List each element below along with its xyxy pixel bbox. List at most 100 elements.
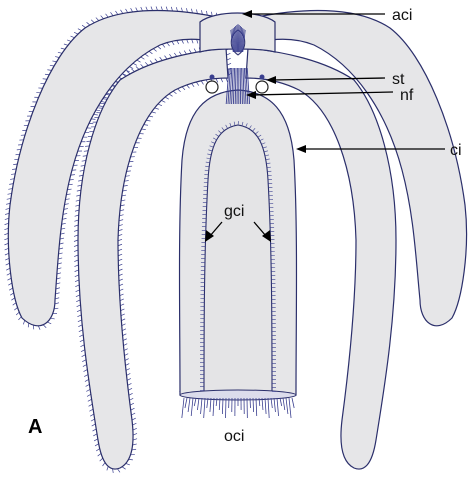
cilium-hair [226, 78, 228, 82]
cilium-hair [165, 56, 168, 59]
oral-cilium [222, 398, 223, 414]
cilium-hair [179, 52, 181, 56]
cilium-hair [189, 50, 191, 54]
cilium-hair [161, 100, 165, 102]
cilium-hair [75, 280, 79, 282]
cilium-hair [184, 51, 186, 55]
oral-cilium [274, 398, 275, 412]
cilium-hair [84, 375, 88, 377]
cilium-hair [191, 83, 194, 86]
label-gci: gci [224, 203, 244, 220]
cilium-hair [149, 116, 153, 117]
cilium-hair [89, 404, 93, 406]
cilium-hair [158, 46, 161, 49]
cilium-hair [88, 399, 92, 401]
cilium-hair [98, 106, 102, 107]
cilium-hair [77, 305, 81, 307]
cilium-hair [74, 250, 78, 252]
label-ci: ci [450, 142, 462, 159]
cilium-hair [153, 49, 156, 52]
oral-cilium [292, 398, 294, 408]
cilium-hair [133, 439, 137, 440]
cilium-hair [141, 64, 144, 67]
cilium-hair [76, 300, 80, 302]
cilium-hair [96, 110, 100, 111]
cilium-hair [196, 82, 198, 85]
cilium-hair [82, 355, 86, 357]
cilium-hair [81, 350, 85, 352]
cilium-hair [145, 54, 149, 56]
cilium-hair [201, 81, 203, 85]
cilium-hair [160, 57, 163, 60]
cilium-hair [126, 463, 130, 464]
cilium-hair [152, 112, 156, 113]
oral-cilium [277, 398, 279, 416]
cilium-hair [145, 62, 148, 65]
cilium-hair [89, 409, 93, 411]
cilium-hair [86, 389, 90, 391]
cilium-hair [74, 260, 78, 262]
cilium-hair [85, 379, 89, 381]
cilium-hair [141, 57, 145, 59]
cilium-hair [227, 58, 231, 60]
cilium-hair [78, 325, 82, 327]
oral-cilium [286, 398, 288, 414]
cilium-hair [94, 439, 98, 441]
cilium-hair [169, 94, 173, 96]
cilium-hair [93, 434, 97, 436]
cilium-hair [133, 423, 137, 425]
cilium-hair [79, 335, 83, 337]
statocyst-left [206, 81, 218, 93]
ci-arrowhead [296, 145, 306, 153]
cilium-hair [76, 295, 80, 297]
cilium-hair [174, 53, 176, 57]
cilium-hair [137, 60, 141, 62]
cilium-hair [78, 320, 82, 322]
cilium-hair [133, 433, 137, 435]
oral-cilium [182, 398, 184, 418]
cilium-hair [178, 89, 181, 92]
cilium-hair [221, 78, 223, 82]
oral-cilium [265, 398, 266, 414]
oral-cilium [194, 398, 196, 406]
apical-cilia-tuft [231, 24, 245, 52]
cilium-hair [136, 66, 139, 69]
cilium-hair [133, 63, 137, 65]
cilium-hair [122, 467, 126, 469]
oral-cilium [210, 398, 211, 412]
cilium-hair [74, 255, 78, 257]
cilium-hair [169, 54, 171, 57]
cilium-hair [77, 315, 81, 317]
oral-cilium [188, 398, 190, 412]
cilium-hair [133, 428, 137, 430]
oral-cilium [197, 398, 199, 410]
cilium-hair [77, 310, 81, 312]
cilium-hair [91, 419, 95, 421]
cilium-hair [158, 104, 162, 106]
cilium-hair [226, 53, 230, 55]
cilium-hair [90, 414, 94, 416]
cilium-hair [75, 270, 79, 272]
cilium-hair [75, 285, 79, 287]
cilium-hair [146, 120, 150, 121]
cilium-hair [150, 60, 153, 63]
cilium-hair [87, 394, 91, 396]
cilium-hair [165, 97, 169, 99]
label-st: st [392, 71, 405, 88]
cilium-hair [101, 101, 105, 102]
cilium-hair [155, 108, 159, 109]
oral-cilium [201, 398, 202, 414]
oral-cilium [283, 398, 285, 410]
cilium-hair [75, 275, 79, 277]
cilium-hair [216, 79, 218, 83]
cilium-hair [82, 360, 86, 362]
cilium-hair [83, 365, 87, 367]
oral-cilium [256, 398, 257, 416]
statocyst-right-dot [260, 75, 265, 80]
panel-label: A [28, 416, 42, 438]
cilium-hair [131, 69, 134, 72]
label-nf: nf [400, 87, 414, 104]
oral-cilium [191, 398, 193, 416]
oral-cilium [213, 398, 214, 416]
